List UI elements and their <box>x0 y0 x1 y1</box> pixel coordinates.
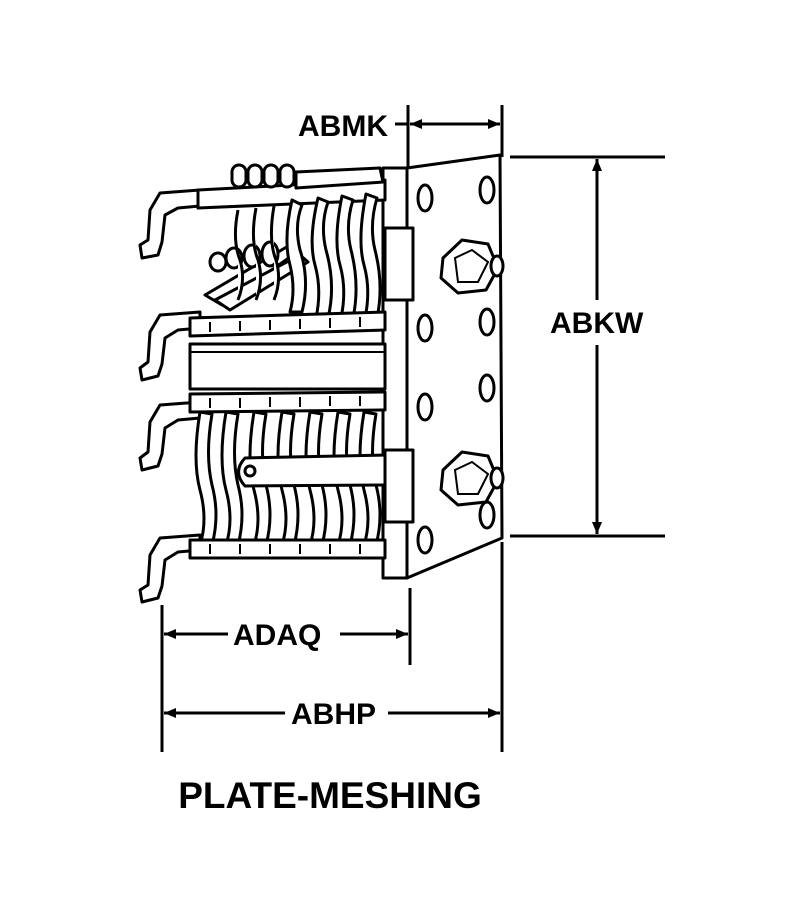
center-shaft <box>188 342 387 391</box>
lower-plates <box>188 390 387 560</box>
hex-nut-upper <box>439 238 505 295</box>
diagram-title: PLATE-MESHING <box>178 775 482 816</box>
rotor-bar-top <box>196 163 387 210</box>
label-abmk: ABMK <box>298 110 388 143</box>
hex-nut-lower <box>439 450 505 507</box>
mounting-plate <box>381 153 505 580</box>
label-abkw: ABKW <box>550 307 644 340</box>
capacitor-illustration <box>138 153 505 604</box>
label-adaq: ADAQ <box>233 619 321 652</box>
dimension-lines <box>160 105 665 752</box>
top-coils <box>230 163 385 190</box>
label-abhp: ABHP <box>291 698 376 731</box>
upper-plates <box>188 192 387 338</box>
terminal-lugs <box>138 188 202 604</box>
